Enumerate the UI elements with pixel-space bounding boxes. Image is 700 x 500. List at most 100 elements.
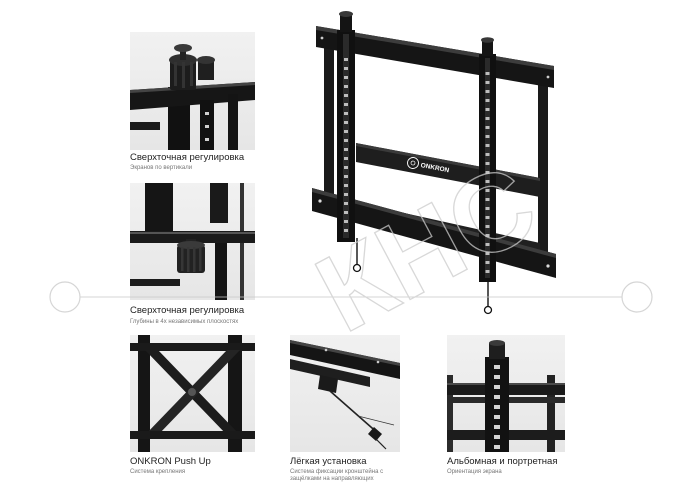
knob-body (198, 60, 214, 80)
arm-hole (485, 261, 490, 264)
cord-loop (483, 305, 493, 315)
bottom-bar (130, 431, 255, 439)
arm-hole (494, 445, 500, 449)
arm-hole (344, 175, 348, 178)
side-upright (547, 375, 555, 452)
feature-subtitle: Система фиксации кронштейна с защёлками … (290, 469, 384, 482)
arm-hole (485, 243, 490, 246)
knob-grip (187, 247, 190, 272)
arm-hole (485, 180, 490, 183)
knob-body (482, 40, 493, 56)
arm-hole (485, 189, 490, 192)
adjust-knob (169, 44, 197, 90)
orientation-illustration (447, 340, 565, 452)
arm-hole (494, 395, 500, 399)
rail-bolt (320, 36, 324, 40)
arm-hole (344, 85, 348, 88)
feature-subtitle: Система крепления (130, 469, 186, 475)
latch-block (318, 375, 338, 393)
bar-hole (205, 112, 209, 115)
arm-hole (485, 216, 490, 219)
vertical-arm (485, 357, 509, 452)
arm-hole (344, 184, 348, 187)
bar-hole (205, 125, 209, 128)
second-knob (197, 56, 215, 80)
onkron-circle-logo-icon (407, 157, 419, 169)
knob-body (340, 14, 352, 32)
arm-hole (344, 130, 348, 133)
arm-hole (344, 193, 348, 196)
arm-hole (344, 166, 348, 169)
rear-plate-left (324, 38, 334, 208)
upper-post (210, 183, 228, 223)
vertical-adjust-illustration (130, 44, 255, 150)
left-upright (138, 335, 150, 452)
depth-adjust-illustration (130, 183, 255, 300)
feature-title: Лёгкая установка (290, 456, 367, 467)
rail-bolt (546, 264, 550, 268)
knob-cap (489, 340, 505, 346)
knob-grip (174, 62, 177, 86)
lower-bar (130, 122, 160, 130)
arm-hole (494, 385, 500, 389)
arm-hole (494, 425, 500, 429)
release-cord (329, 390, 381, 436)
arm-hole (485, 171, 490, 174)
arm-hole (485, 225, 490, 228)
arm-groove (485, 58, 490, 278)
depth-knob (177, 239, 205, 273)
arm-hole (344, 229, 348, 232)
feature-photo-push-up (130, 335, 255, 452)
tube-highlight (130, 232, 255, 234)
arm-groove (343, 34, 349, 238)
easy-install-illustration (290, 340, 400, 450)
bottom-rail (130, 279, 180, 286)
arm-hole (344, 202, 348, 205)
top-bar (130, 343, 255, 351)
arm-hole (494, 435, 500, 439)
knob-body (489, 343, 505, 359)
arm-hole (485, 126, 490, 129)
arm-hole (344, 103, 348, 106)
cord-loop (352, 263, 362, 273)
knob-cap (481, 37, 494, 43)
arm-hole (344, 112, 348, 115)
feature-title: ONKRON Push Up (130, 456, 211, 467)
arm-hole (485, 234, 490, 237)
arm-hole (494, 375, 500, 379)
bar-hole (205, 138, 209, 141)
knob-left (339, 11, 353, 32)
arm-hole (485, 135, 490, 138)
arm-hole (344, 76, 348, 79)
arm-hole (344, 157, 348, 160)
feature-title: Сверхточная регулировка (130, 152, 245, 163)
arm-hole (485, 81, 490, 84)
release-cord-left (352, 238, 362, 273)
release-cord-right (483, 280, 493, 315)
arm-hole (344, 58, 348, 61)
vertical-arm-left (337, 30, 355, 242)
arm-hole (485, 117, 490, 120)
guide-rail (290, 340, 400, 379)
arm-hole (485, 144, 490, 147)
arm-hole (485, 72, 490, 75)
vertical-bar (228, 94, 238, 150)
cord-handle (368, 427, 382, 441)
feature-photo-vertical-adjust (130, 32, 255, 150)
feature-subtitle: Ориентация экрана (447, 469, 502, 475)
arm-hole (494, 405, 500, 409)
feature-subtitle: Глубины в 4х независимых плоскостях (130, 319, 239, 325)
feature-subtitle: Экранов по вертикали (130, 165, 193, 171)
knob-grip (182, 62, 185, 88)
release-cord-thin (357, 415, 395, 426)
side-upright (447, 375, 453, 452)
arm-hole (494, 365, 500, 369)
knob-top (174, 44, 192, 52)
arm-hole (485, 162, 490, 165)
knob-grip (193, 247, 196, 272)
right-upright (228, 335, 242, 452)
rail-bolt (318, 199, 322, 203)
push-up-illustration (130, 335, 255, 452)
arm-hole (344, 148, 348, 151)
feature-title: Сверхточная регулировка (130, 305, 245, 316)
